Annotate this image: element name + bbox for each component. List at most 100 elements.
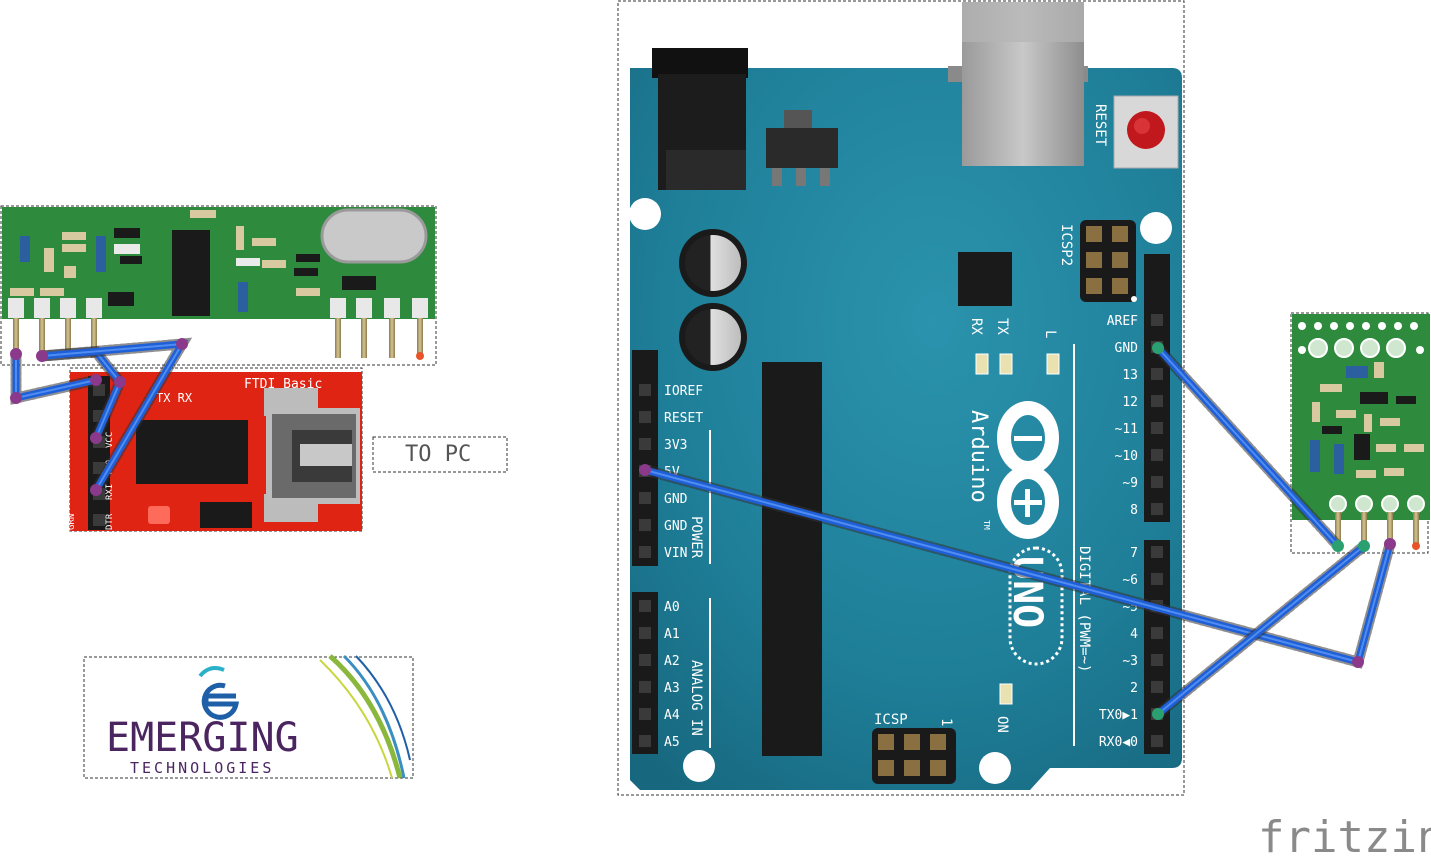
rf-pin[interactable] (65, 318, 71, 358)
rf-pin-pad (1329, 495, 1347, 513)
mounting-hole (629, 198, 661, 230)
pin-label: GND (664, 492, 688, 507)
pin-label: GND (1115, 341, 1139, 356)
smd-part (62, 232, 86, 240)
pin-end-marker (1412, 542, 1420, 550)
pin-label: 4 (1130, 627, 1138, 642)
smd-part (1310, 440, 1320, 472)
smd-part (1404, 444, 1424, 452)
header-pin[interactable] (639, 654, 651, 666)
icsp2-label: ICSP2 (1058, 224, 1074, 266)
reset-button[interactable] (1113, 95, 1179, 169)
wire-endpoint[interactable] (90, 484, 102, 496)
header-pin[interactable] (639, 519, 651, 531)
icsp-pin1-label: 1 (938, 718, 954, 726)
rf-pin-pad (86, 298, 102, 318)
pin-label: ~11 (1115, 422, 1138, 437)
wire-endpoint[interactable] (90, 374, 102, 386)
header-pin[interactable] (639, 384, 651, 396)
wire-endpoint[interactable] (36, 350, 48, 362)
rf-pin[interactable] (1387, 512, 1393, 546)
header-pin[interactable] (1151, 654, 1163, 666)
wire-tx-to-rf[interactable] (1152, 540, 1370, 720)
header-pin[interactable] (639, 708, 651, 720)
header-pin[interactable] (639, 546, 651, 558)
icsp-header (872, 728, 956, 784)
pin-label: 3V3 (664, 438, 687, 453)
header-pin[interactable] (1151, 314, 1163, 326)
pin-label: ~3 (1122, 654, 1138, 669)
pin-label: ~9 (1122, 476, 1138, 491)
wire-endpoint[interactable] (639, 464, 651, 476)
rf-pin[interactable] (1361, 512, 1367, 546)
emerging-technologies-logo: EMERGING TECHNOLOGIES (83, 654, 414, 779)
wire-endpoint[interactable] (10, 392, 22, 404)
header-pin[interactable] (1151, 573, 1163, 585)
wire-endpoint[interactable] (1152, 342, 1164, 354)
smd-part (40, 288, 64, 296)
wire-gnd-to-rf[interactable] (1152, 342, 1344, 552)
wire-endpoint[interactable] (1384, 538, 1396, 550)
ftdi-header-pin[interactable] (93, 514, 105, 526)
header-pin[interactable] (639, 681, 651, 693)
wire-endpoint[interactable] (1332, 540, 1344, 552)
rf-transmitter-module[interactable] (1290, 312, 1430, 554)
rf-pin[interactable] (417, 318, 423, 358)
wire-endpoint[interactable] (176, 338, 188, 350)
header-pin[interactable] (1151, 476, 1163, 488)
dc-barrel-jack (652, 48, 748, 190)
rf-pin[interactable] (1335, 512, 1341, 546)
arduino-infinity-logo (997, 401, 1059, 539)
wire-endpoint[interactable] (1152, 708, 1164, 720)
mounting-hole (979, 752, 1011, 784)
rf-pin[interactable] (389, 318, 395, 358)
pin-label: GND (664, 519, 688, 534)
header-pin[interactable] (1151, 422, 1163, 434)
header-pin[interactable] (639, 411, 651, 423)
header-pin[interactable] (639, 438, 651, 450)
rf-pin[interactable] (361, 318, 367, 358)
header-pin[interactable] (639, 735, 651, 747)
arduino-uno-board[interactable]: RESET ICSP2 (616, 0, 1185, 796)
ftdi-tx-rx-label: TX RX (156, 391, 193, 405)
rf-pin[interactable] (13, 318, 19, 358)
digital-section-label: DIGITAL (PWM=~) (1076, 546, 1092, 672)
header-pin[interactable] (639, 627, 651, 639)
to-pc-note[interactable]: TO PC (372, 436, 508, 473)
header-pin[interactable] (1151, 546, 1163, 558)
analog-header (632, 592, 658, 754)
rf-pin[interactable] (91, 318, 97, 358)
header-pin[interactable] (1151, 735, 1163, 747)
smd-part (1334, 444, 1344, 474)
header-pin[interactable] (1151, 449, 1163, 461)
smd-part (120, 256, 142, 264)
smd-part (96, 236, 106, 272)
pin-label: A5 (664, 735, 680, 750)
header-pin[interactable] (1151, 681, 1163, 693)
wire-endpoint[interactable] (90, 432, 102, 444)
wire-endpoint[interactable] (1352, 656, 1364, 668)
pin-label: VIN (664, 546, 687, 561)
header-pin[interactable] (639, 492, 651, 504)
header-pin[interactable] (1151, 627, 1163, 639)
wire-endpoint[interactable] (10, 348, 22, 360)
pin-label: RESET (664, 411, 703, 426)
wire-endpoint[interactable] (114, 376, 126, 388)
wire-endpoint[interactable] (1358, 540, 1370, 552)
arduino-trademark: TM (982, 520, 991, 530)
header-pin[interactable] (1151, 368, 1163, 380)
fritzing-watermark: fritzing (1258, 812, 1431, 863)
mini-usb-connector (264, 388, 360, 522)
rf-pin[interactable] (1413, 512, 1419, 546)
ftdi-header-pin[interactable] (93, 384, 105, 396)
rf-receiver-module[interactable] (0, 205, 437, 366)
header-pin[interactable] (1151, 503, 1163, 515)
on-led-label: ON (994, 716, 1010, 733)
header-pin[interactable] (1151, 395, 1163, 407)
on-led (999, 683, 1013, 705)
rf-pin[interactable] (335, 318, 341, 358)
pin-label: A1 (664, 627, 680, 642)
rf-pin[interactable] (39, 318, 45, 358)
header-pin[interactable] (639, 600, 651, 612)
voltage-regulator-ic (200, 502, 252, 528)
